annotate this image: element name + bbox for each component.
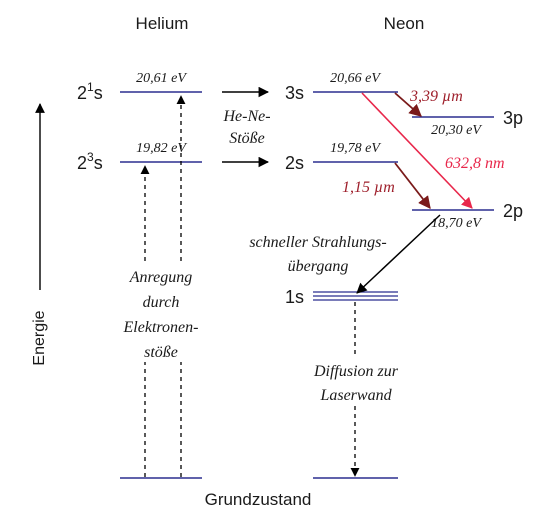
helium-header: Helium xyxy=(136,14,189,33)
laser-arrow-339um xyxy=(394,92,422,117)
laser-arrow-115um xyxy=(394,162,431,209)
diffusion-text-line2: Laserwand xyxy=(319,387,392,404)
excitation-text-line3: Elektronen- xyxy=(123,319,199,336)
fast-transition-text-line1: schneller Strahlungs- xyxy=(249,234,386,251)
helium-singlet-energy: 20,61 eV xyxy=(136,71,187,86)
excitation-text-background xyxy=(104,262,214,362)
laser-arrow-632nm xyxy=(361,92,473,209)
fast-transition-arrow xyxy=(356,214,441,294)
energy-axis-label: Energie xyxy=(31,310,48,365)
diffusion-text-background xyxy=(298,356,414,406)
neon-1s-label: 1s xyxy=(285,287,304,307)
neon-2p-energy: 18,70 eV xyxy=(431,216,482,231)
fast-transition-text-line2: übergang xyxy=(288,258,349,275)
helium-triplet-term: 23s xyxy=(77,150,103,173)
collision-text-line2: Stöße xyxy=(229,130,265,147)
helium-singlet-term: 21s xyxy=(77,80,103,103)
excitation-text-line1: Anregung xyxy=(129,269,193,286)
neon-3s-label: 3s xyxy=(285,83,304,103)
excitation-text-line2: durch xyxy=(143,294,180,311)
neon-3p-label: 3p xyxy=(503,108,523,128)
neon-2s-label: 2s xyxy=(285,153,304,173)
helium-triplet-energy: 19,82 eV xyxy=(136,141,187,156)
neon-3p-energy: 20,30 eV xyxy=(431,123,482,138)
collision-text-line1: He-Ne- xyxy=(222,108,270,125)
ground-state-label: Grundzustand xyxy=(205,490,312,509)
wavelength-632nm: 632,8 nm xyxy=(445,155,505,172)
neon-header: Neon xyxy=(384,14,425,33)
wavelength-339um: 3,39 µm xyxy=(409,88,463,105)
neon-2p-label: 2p xyxy=(503,201,523,221)
wavelength-115um: 1,15 µm xyxy=(342,179,395,196)
neon-3s-energy: 20,66 eV xyxy=(330,71,381,86)
diffusion-text-line1: Diffusion zur xyxy=(313,363,399,380)
neon-2s-energy: 19,78 eV xyxy=(330,141,381,156)
excitation-text-line4: stöße xyxy=(144,344,178,361)
